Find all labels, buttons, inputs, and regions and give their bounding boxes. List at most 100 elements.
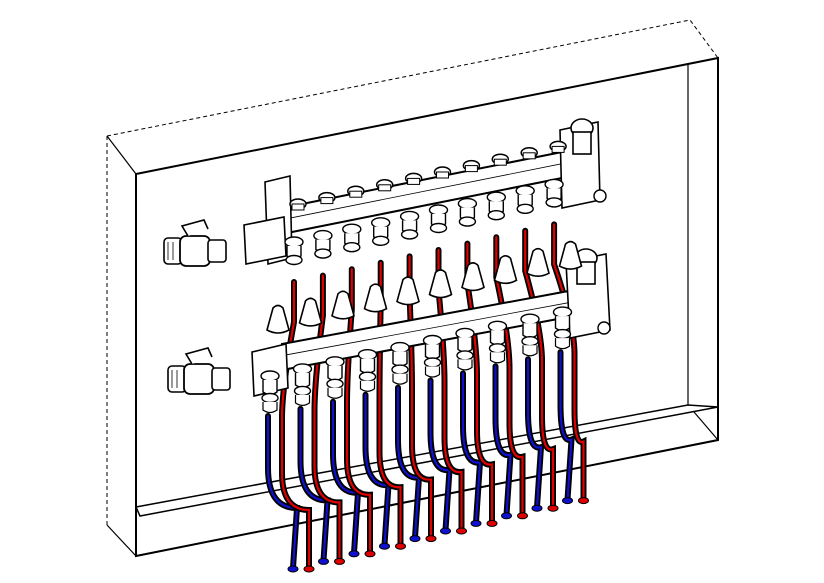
lower-outlet-nut [357, 349, 378, 361]
upper-outlet-ring [372, 235, 390, 247]
return-pipe-end [501, 512, 512, 520]
upper-outlet-ring [343, 241, 361, 253]
return-pipe [559, 351, 573, 501]
lower-outlet-ring [488, 343, 507, 354]
lower-outlet-nut [292, 363, 313, 375]
supply-pipe-end [456, 527, 467, 535]
return-pipe [526, 358, 543, 509]
drain-valve [593, 189, 607, 203]
upper-outlet-nut [342, 223, 362, 235]
air-vent-body [572, 131, 592, 155]
upper-outlet-ring [458, 216, 477, 227]
flowmeter-cap [461, 262, 485, 292]
return-pipe-end [409, 535, 421, 543]
upper-outlet-ring [429, 222, 448, 234]
upper-outlet-ring [516, 203, 534, 215]
lower-outlet-ring [521, 336, 539, 347]
upper-outlet-ring [487, 209, 505, 221]
lower-outlet-ring [553, 328, 572, 340]
return-pipe-end [440, 527, 451, 535]
lower-outlet-coupling [359, 358, 376, 374]
supply-pipe-end [486, 519, 498, 527]
supply-pipe-end [547, 504, 559, 512]
lower-outlet-nut [487, 320, 508, 332]
supply-pipe [553, 223, 585, 501]
return-pipe [494, 365, 512, 516]
lower-outlet-ring [456, 350, 474, 361]
flowmeter-cap [558, 240, 583, 270]
lower-outlet-adapter [327, 387, 343, 399]
return-pipe-end [379, 542, 390, 550]
supply-pipe [524, 229, 555, 509]
supply-pipe-end [517, 512, 528, 520]
return-pipe-end [470, 519, 482, 527]
upper-manifold-bar-highlight [281, 161, 573, 221]
return-pipe-end [318, 557, 329, 565]
valve-knob-stem [291, 203, 305, 211]
drain-valve [597, 321, 611, 335]
return-ball-valve-handle [184, 347, 213, 365]
valve-knob-stem [349, 190, 363, 198]
cabinet-back-edge [106, 19, 719, 137]
supply-pipe [495, 236, 524, 516]
valve-knob-stem [320, 197, 334, 205]
cabinet-top-left-edge [106, 135, 137, 175]
valve-knob-stem [407, 177, 421, 185]
lower-outlet-coupling [392, 351, 408, 367]
ball-valve-group [163, 219, 231, 395]
lower-outlet-adapter [554, 338, 571, 350]
lower-outlet-nut [455, 327, 475, 340]
return-pipe-end [348, 550, 360, 558]
lower-outlet-nut [390, 341, 410, 354]
cabinet-bottom-left-edge [106, 524, 137, 557]
valve-knob-stem [378, 184, 392, 192]
return-pipe-end [287, 565, 299, 573]
lower-outlet-adapter [294, 394, 311, 406]
upper-outlet-ring [400, 229, 419, 240]
lower-outlet-coupling [457, 337, 473, 353]
upper-outlet-nut [313, 229, 333, 242]
valve-knob-stem [436, 171, 449, 179]
valve-knob-stem [493, 158, 507, 166]
lower-outlet-adapter [359, 380, 376, 392]
lower-outlet-nut [325, 356, 345, 368]
flowmeter-cap [526, 247, 550, 277]
valve-knob-stem [464, 165, 478, 173]
lower-outlet-adapter [262, 402, 278, 414]
supply-pipe-end [364, 550, 376, 558]
lower-outlet-nut [520, 313, 540, 325]
lower-outlet-ring [293, 385, 312, 397]
lower-outlet-coupling [424, 344, 441, 360]
flowmeter-cap [428, 269, 453, 299]
flowmeter-cap [396, 276, 420, 306]
flowmeter-cap [331, 290, 355, 320]
air-vent-body [576, 261, 596, 285]
lower-outlet-adapter [392, 373, 408, 385]
lower-outlet-adapter [424, 366, 441, 378]
supply-pipe-end [578, 497, 589, 505]
return-pipe-end [531, 504, 543, 512]
upper-outlet-ring [545, 197, 563, 208]
cabinet-bottom-rail [134, 404, 719, 517]
valve-knob-stem [551, 145, 565, 153]
supply-pipe-end [303, 565, 315, 573]
flowmeter-cap [363, 283, 388, 313]
lower-outlet-nut [552, 306, 573, 318]
upper-outlet-nut [515, 185, 535, 197]
supply-pipe-end [425, 535, 437, 543]
return-ball-valve-outlet [211, 367, 231, 391]
lower-outlet-adapter [457, 359, 473, 371]
lower-outlet-coupling [522, 323, 538, 339]
lower-manifold-bar-highlight [281, 301, 575, 357]
lower-outlet-nut [422, 334, 443, 347]
flowmeter-cap [298, 297, 323, 327]
upper-outlet-ring [285, 254, 303, 266]
lower-outlet-ring [261, 392, 279, 404]
valve-knob-stem [522, 152, 536, 160]
lower-outlet-ring [391, 364, 409, 375]
lower-outlet-ring [358, 371, 377, 382]
lower-outlet-ring [423, 357, 442, 368]
upper-outlet-nut [457, 197, 478, 210]
supply-ball-valve-handle [180, 219, 209, 237]
